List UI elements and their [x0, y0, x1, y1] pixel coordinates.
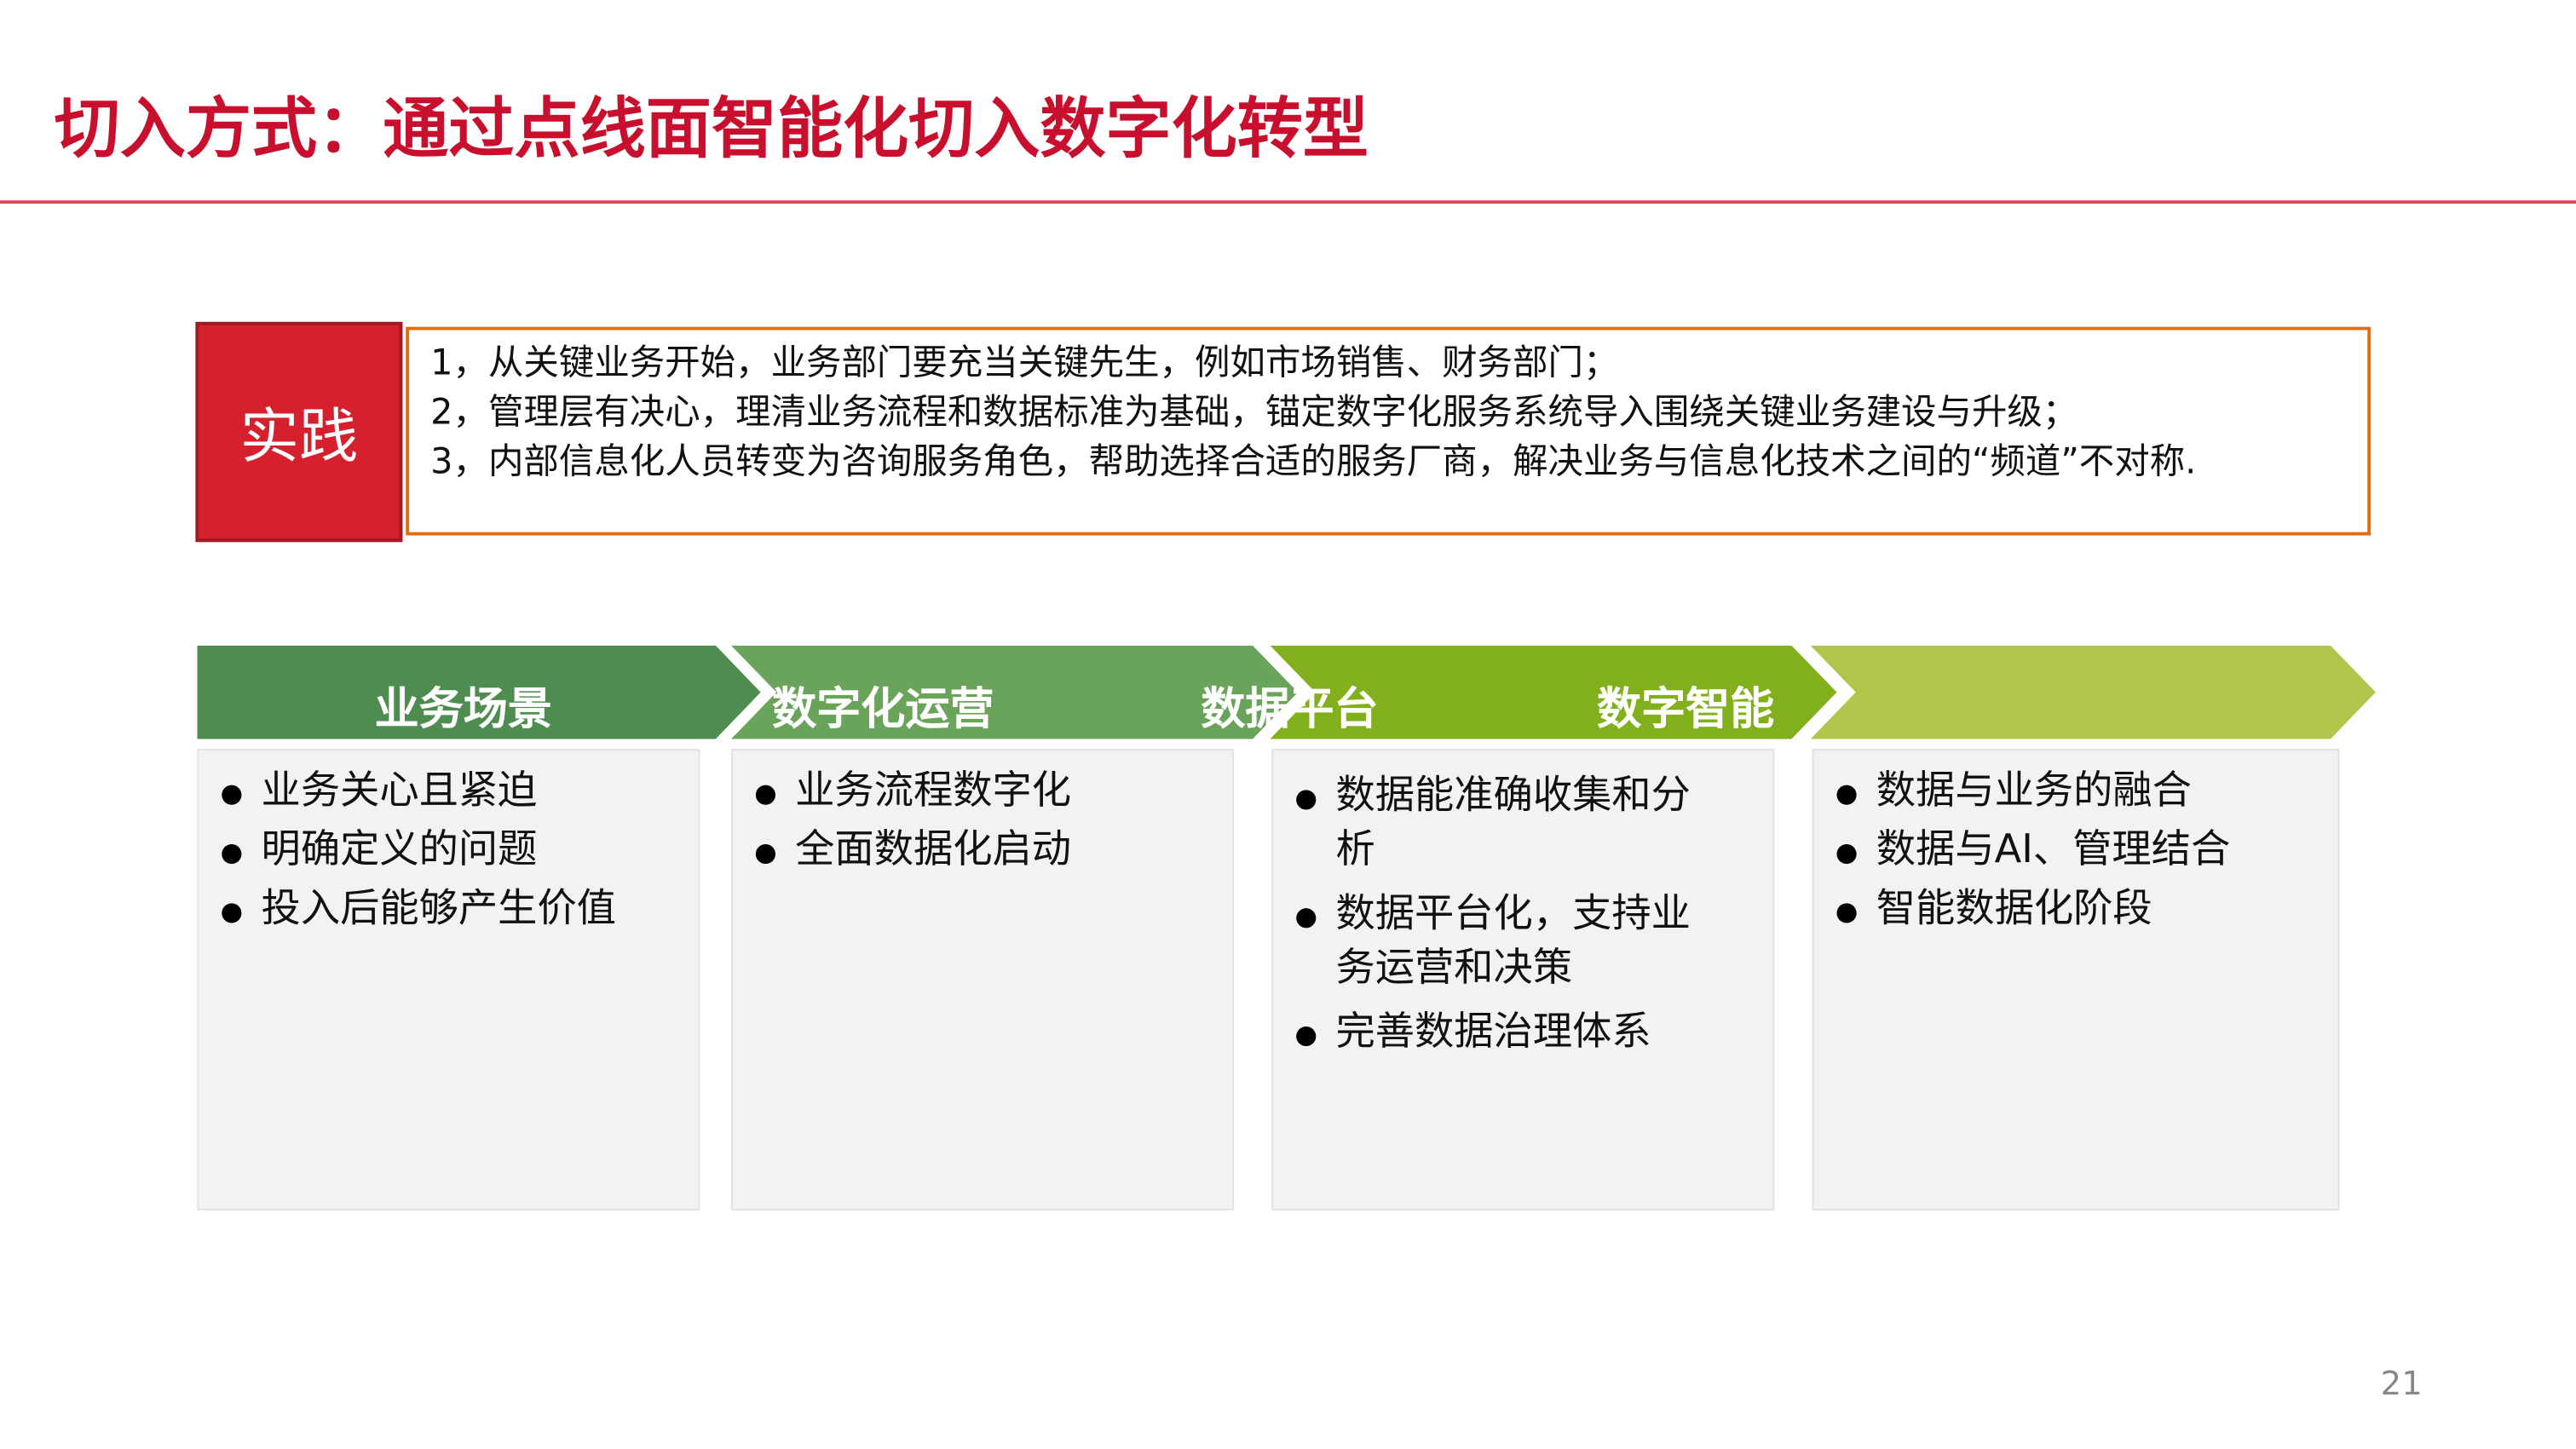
stage-label-3: 数据平台 [1201, 684, 1379, 736]
practice-line-3: 3，内部信息化人员转变为咨询服务角色，帮助选择合适的服务厂商，解决业务与信息化技… [430, 441, 2197, 483]
practice-notes: 1，从关键业务开始，业务部门要充当关键先生，例如市场销售、财务部门； 2，管理层… [406, 326, 2371, 536]
stage-label-4: 数字智能 [1597, 684, 1775, 736]
bullet-item: 全面数据化启动 [752, 823, 1232, 877]
stage-box-4: 数据与业务的融合 数据与AI、管理结合 智能数据化阶段 [1812, 749, 2340, 1210]
title-divider [0, 200, 2576, 204]
stage-box-2: 业务流程数字化 全面数据化启动 [730, 749, 1234, 1210]
stage-arrow-1 [197, 645, 761, 739]
bullet-item: 数据平台化，支持业务运营和决策 [1293, 887, 1726, 995]
bullet-item: 业务流程数字化 [752, 764, 1232, 819]
bullet-item: 数据能准确收集和分析 [1293, 768, 1726, 877]
bullet-item: 数据与业务的融合 [1834, 764, 2338, 819]
practice-badge: 实践 [195, 321, 403, 543]
stage-arrow-3 [1270, 645, 1837, 739]
stage-label-2: 数字化运营 [772, 684, 994, 736]
bullet-item: 智能数据化阶段 [1834, 882, 2338, 936]
stage-box-3: 数据能准确收集和分析 数据平台化，支持业务运营和决策 完善数据治理体系 [1271, 749, 1775, 1210]
slide-title: 切入方式：通过点线面智能化切入数字化转型 [54, 91, 1369, 168]
practice-line-2: 2，管理层有决心，理清业务流程和数据标准为基础，锚定数字化服务系统导入围绕关键业… [430, 392, 2078, 434]
stage-label-1: 业务场景 [374, 684, 552, 736]
page-number: 21 [2380, 1363, 2423, 1403]
bullet-item: 业务关心且紧迫 [218, 764, 698, 819]
bullet-item: 数据与AI、管理结合 [1834, 823, 2338, 877]
bullet-item: 投入后能够产生价值 [218, 882, 698, 936]
stage-arrow-4 [1810, 645, 2376, 739]
bullet-item: 明确定义的问题 [218, 823, 698, 877]
bullet-item: 完善数据治理体系 [1293, 1005, 1726, 1060]
stage-box-1: 业务关心且紧迫 明确定义的问题 投入后能够产生价值 [197, 749, 700, 1210]
stage-arrow-2 [730, 645, 1299, 739]
practice-line-1: 1，从关键业务开始，业务部门要充当关键先生，例如市场销售、财务部门； [430, 342, 1619, 385]
